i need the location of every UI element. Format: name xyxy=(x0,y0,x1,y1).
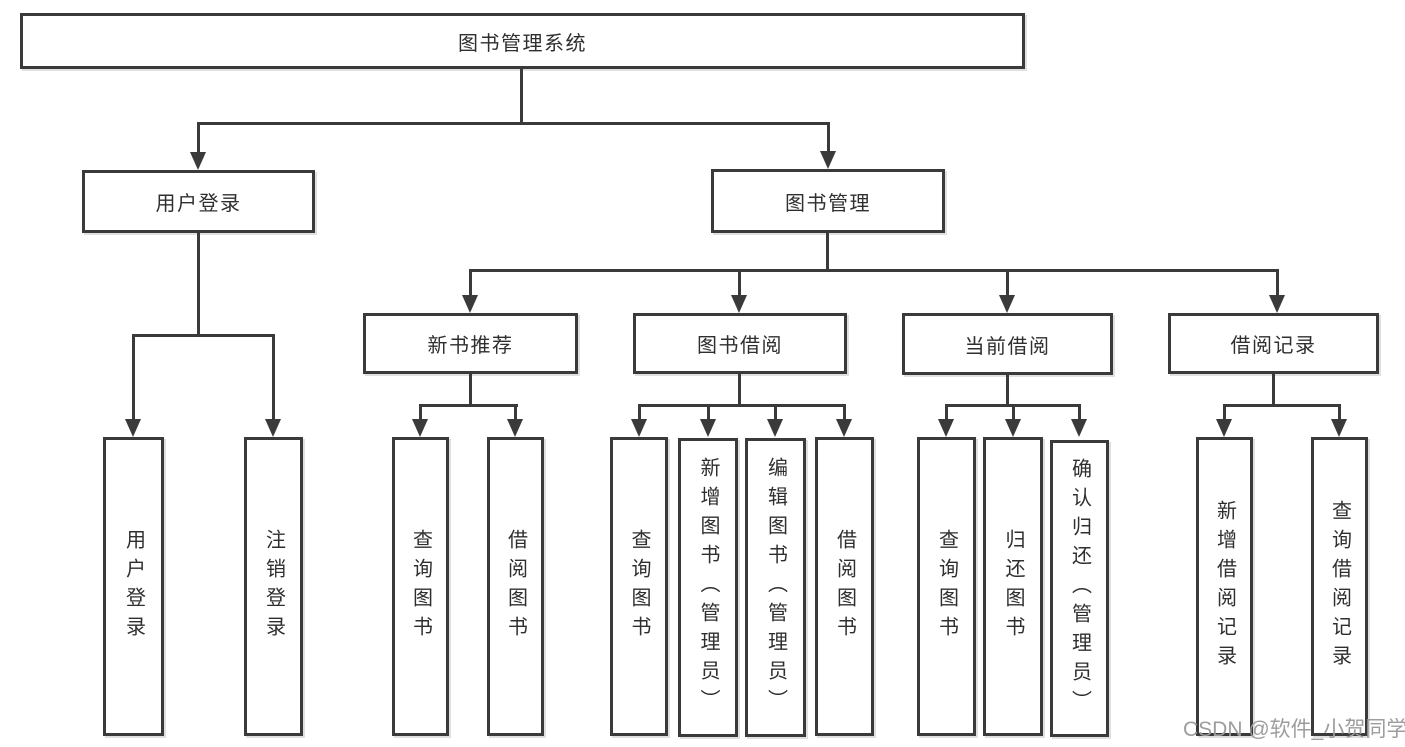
connector-arrow xyxy=(731,272,747,313)
leaf-label: 注销登录 xyxy=(262,528,285,645)
connector-line xyxy=(638,404,846,407)
connector-arrow xyxy=(1005,407,1021,437)
connector-line xyxy=(469,269,1279,272)
connector-arrow xyxy=(1269,272,1285,313)
connector-arrow xyxy=(1071,407,1087,437)
connector-line xyxy=(197,122,830,125)
node-new-book-recommend: 新书推荐 xyxy=(363,313,578,374)
connector-arrow xyxy=(836,407,852,437)
leaf-query-books-current: 查询图书 xyxy=(917,437,976,736)
node-label: 新书推荐 xyxy=(427,335,514,357)
leaf-label: 借阅图书 xyxy=(833,528,856,645)
connector-line xyxy=(1223,404,1341,407)
node-label: 图书借阅 xyxy=(697,335,783,357)
connector-line xyxy=(132,334,275,337)
leaf-query-books-borrow: 查询图书 xyxy=(610,437,668,736)
leaf-label: 查询图书 xyxy=(409,528,432,645)
connector-line xyxy=(945,404,1081,407)
connector-line xyxy=(197,233,200,337)
connector-arrow xyxy=(1216,407,1232,437)
connector-line xyxy=(419,404,518,407)
connector-arrow xyxy=(265,337,281,437)
connector-line xyxy=(1272,374,1275,406)
connector-arrow xyxy=(631,407,647,437)
connector-arrow xyxy=(767,407,783,437)
leaf-user-login: 用户登录 xyxy=(103,437,164,736)
connector-line xyxy=(826,233,829,272)
leaf-label: 归还图书 xyxy=(1002,528,1024,645)
leaf-label: 查询图书 xyxy=(628,528,650,645)
csdn-watermark: CSDN @软件_小贺同学 xyxy=(1183,718,1405,741)
connector-arrow xyxy=(700,407,716,437)
branch-node-label: 图书管理 xyxy=(785,192,871,215)
root-node: 图书管理系统 xyxy=(20,13,1025,69)
connector-line xyxy=(1006,375,1009,406)
connector-arrow xyxy=(1331,407,1347,437)
root-node-label: 图书管理系统 xyxy=(458,32,587,55)
connector-arrow xyxy=(999,272,1015,313)
branch-node-label: 用户登录 xyxy=(155,193,242,215)
leaf-label: 用户登录 xyxy=(122,528,145,645)
leaf-label: 查询借阅记录 xyxy=(1328,499,1351,674)
node-current-borrow: 当前借阅 xyxy=(902,313,1113,375)
leaf-borrow-books-recommend: 借阅图书 xyxy=(487,437,544,736)
leaf-label: 编辑图书（管理员） xyxy=(764,457,787,718)
leaf-add-borrow-record: 新增借阅记录 xyxy=(1196,437,1253,736)
connector-line xyxy=(738,374,741,406)
connector-line xyxy=(520,68,523,125)
leaf-query-books-recommend: 查询图书 xyxy=(392,437,449,736)
node-label: 借阅记录 xyxy=(1230,335,1317,357)
connector-arrow xyxy=(507,407,523,437)
leaf-return-book: 归还图书 xyxy=(983,437,1043,736)
leaf-borrow-books-borrow: 借阅图书 xyxy=(815,437,874,736)
leaf-add-book-admin: 新增图书（管理员） xyxy=(678,438,738,737)
leaf-edit-book-admin: 编辑图书（管理员） xyxy=(745,438,806,737)
node-label: 当前借阅 xyxy=(964,335,1051,358)
connector-arrow xyxy=(938,407,954,437)
leaf-label: 新增借阅记录 xyxy=(1213,499,1236,674)
leaf-confirm-return-admin: 确认归还（管理员） xyxy=(1050,440,1109,737)
node-book-borrow: 图书借阅 xyxy=(633,313,847,374)
connector-arrow xyxy=(820,125,836,169)
connector-arrow xyxy=(190,125,206,170)
leaf-label: 查询图书 xyxy=(935,528,958,645)
leaf-label: 确认归还（管理员） xyxy=(1068,458,1091,719)
leaf-query-borrow-record: 查询借阅记录 xyxy=(1311,437,1368,736)
leaf-label: 借阅图书 xyxy=(504,528,527,645)
connector-arrow xyxy=(125,337,141,437)
leaf-logout: 注销登录 xyxy=(244,437,303,736)
connector-arrow xyxy=(462,272,478,313)
connector-arrow xyxy=(412,407,428,437)
node-borrow-records: 借阅记录 xyxy=(1168,313,1379,374)
branch-node-book-management: 图书管理 xyxy=(711,169,945,233)
connector-line xyxy=(469,374,472,406)
branch-node-user-login: 用户登录 xyxy=(82,170,315,233)
leaf-label: 新增图书（管理员） xyxy=(697,457,719,718)
